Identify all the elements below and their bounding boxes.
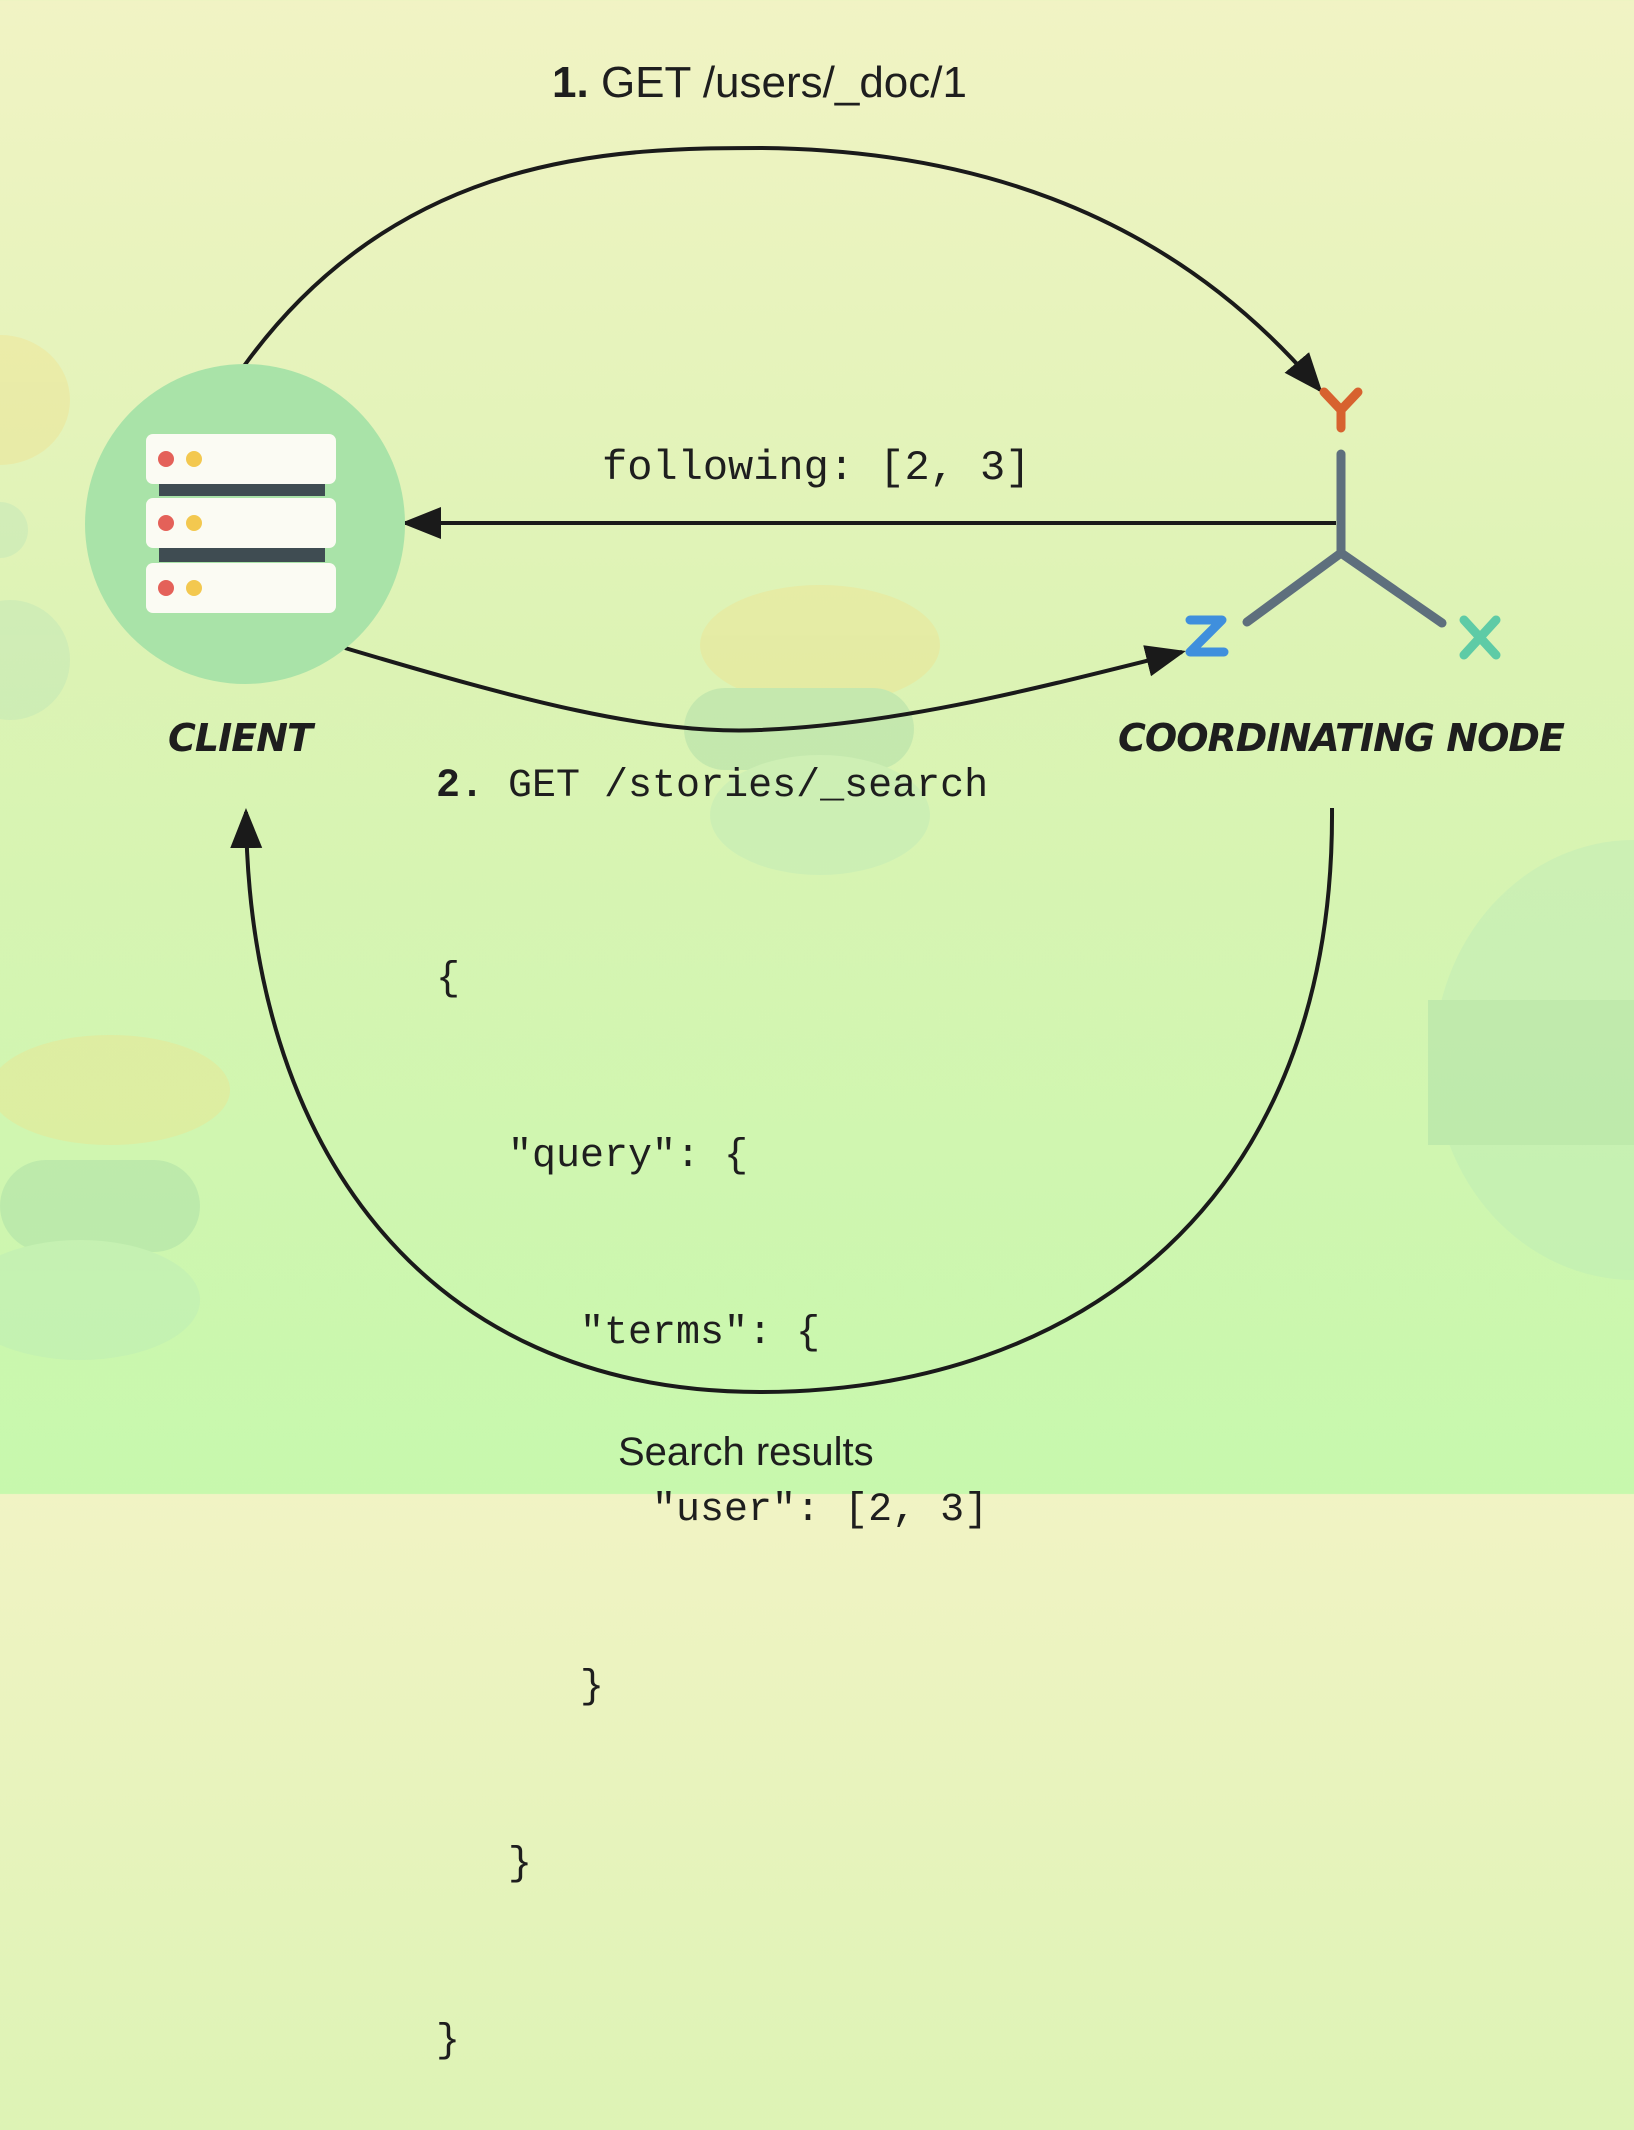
search-request-arrow (344, 645, 1186, 733)
axis-z-icon (1185, 615, 1229, 657)
search-request-body: { "query": { "terms": { "user": [2, 3] }… (436, 832, 988, 2130)
code-line: } (436, 1665, 605, 1710)
search-results-label: Search results (618, 1430, 874, 1474)
step1-text: GET /users/_doc/1 (600, 58, 967, 107)
search-results-arrow (230, 807, 1335, 1395)
code-line: } (436, 2019, 461, 2064)
server-icon (146, 434, 336, 613)
code-line: { (436, 957, 461, 1002)
code-line: } (436, 1842, 533, 1887)
code-line: "user": [2, 3] (436, 1488, 989, 1533)
request-flow-diagram (0, 145, 1634, 1395)
code-line: "query": { (436, 1134, 749, 1179)
elasticsearch-node-icon (1185, 387, 1501, 660)
client-node (85, 364, 405, 684)
search-request-label: 2. GET /stories/_search (436, 764, 988, 809)
get-user-request-label: 1. GET /users/_doc/1 (552, 58, 967, 108)
step1-number: 1. (552, 58, 589, 107)
code-line: "terms": { (436, 1311, 821, 1356)
following-response-label: following: [2, 3] (602, 444, 1031, 492)
client-label: CLIENT (168, 716, 313, 760)
step2-number: 2. (436, 764, 485, 809)
coordinating-node-label: COORDINATING NODE (1118, 716, 1565, 760)
axis-y-icon (1319, 387, 1363, 433)
axis-x-icon (1459, 615, 1501, 660)
background-decoration (0, 335, 1634, 1360)
step2-text: GET /stories/_search (508, 764, 989, 809)
get-user-request-arrow (242, 145, 1323, 394)
